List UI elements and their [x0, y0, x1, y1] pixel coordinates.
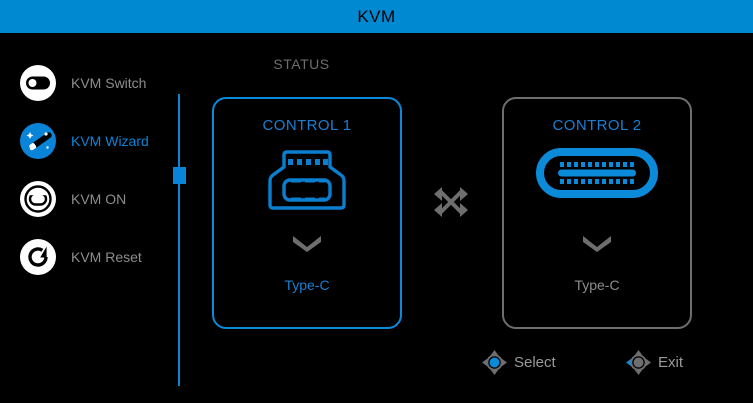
page-title: KVM: [357, 6, 396, 26]
sidebar-item-label: KVM Wizard: [71, 133, 149, 149]
panel-title: CONTROL 1: [262, 117, 352, 134]
status-label-text: STATUS: [273, 56, 330, 72]
swap-indicator: [430, 183, 472, 221]
sidebar-item-kvm-wizard[interactable]: KVM Wizard: [18, 118, 178, 164]
toggle-switch-icon: [20, 65, 56, 101]
hint-label: Select: [514, 354, 556, 371]
chevron-down-icon: [293, 236, 321, 252]
panel-arrow: [214, 232, 400, 252]
hint-label: Exit: [658, 354, 684, 371]
power-rings-icon: [20, 181, 56, 217]
panel-sublabel: Type-C: [284, 277, 330, 293]
panel-connector: [504, 147, 690, 199]
hint-select[interactable]: Select: [482, 350, 556, 375]
panel-control-1[interactable]: CONTROL 1 Type-C: [212, 97, 402, 329]
panel-sublabel: Type-C: [574, 277, 620, 293]
panel-arrow: [504, 232, 690, 252]
osd-header: KVM: [0, 0, 753, 33]
sidebar-item-label: KVM Switch: [71, 75, 147, 91]
sidebar-item-label: KVM Reset: [71, 249, 142, 265]
hint-exit[interactable]: Exit: [626, 350, 683, 375]
magic-wand-icon: [20, 123, 56, 159]
sidebar-item-kvm-on[interactable]: KVM ON: [18, 176, 178, 222]
sidebar-item-kvm-switch[interactable]: KVM Switch: [18, 60, 178, 106]
sidebar: KVM Switch KVM Wizard KVM ON: [0, 36, 186, 403]
joystick-select-icon: [482, 350, 507, 375]
scrollbar-track[interactable]: [178, 94, 180, 386]
usb-type-c-icon: [536, 148, 658, 198]
header-divider: [0, 33, 753, 36]
usb-type-b-icon: [268, 150, 346, 210]
shuffle-icon: [434, 187, 468, 217]
chevron-down-icon: [583, 236, 611, 252]
sidebar-item-label: KVM ON: [71, 191, 127, 207]
sidebar-item-kvm-reset[interactable]: KVM Reset: [18, 234, 178, 280]
panel-title: CONTROL 2: [552, 117, 642, 134]
status-label: STATUS: [0, 56, 753, 72]
panel-control-2[interactable]: CONTROL 2: [502, 97, 692, 329]
panel-connector: [214, 147, 400, 213]
scrollbar-thumb[interactable]: [173, 167, 186, 184]
refresh-icon: [20, 239, 56, 275]
joystick-exit-icon: [626, 350, 651, 375]
